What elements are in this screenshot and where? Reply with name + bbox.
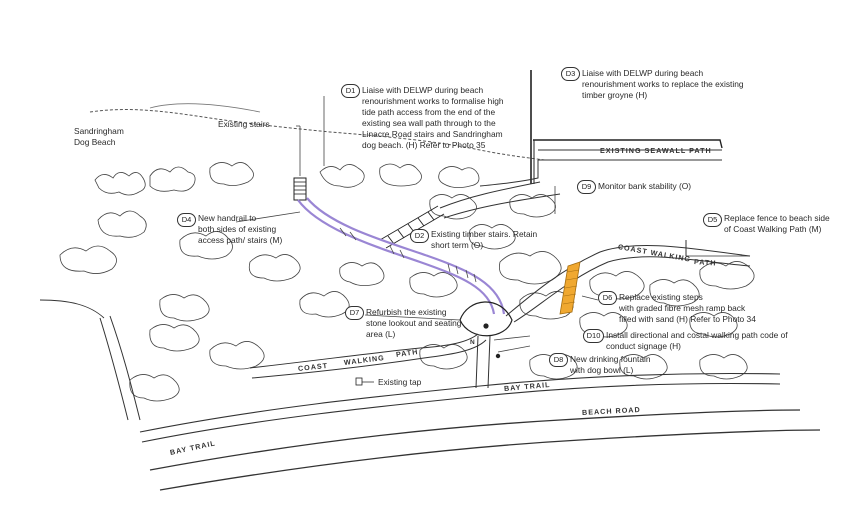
beach-road-2 (159, 429, 821, 491)
tag-d6: D6 (598, 291, 617, 305)
note-d6: Replace existing steps with graded fibre… (619, 292, 756, 324)
existing-stairs-treads (294, 181, 306, 195)
drinking-fountain-symbol (495, 353, 501, 359)
existing-tap-symbol (355, 377, 363, 386)
seawall-path-bend (479, 160, 539, 187)
path-to-road-2 (487, 335, 491, 389)
label-coast-walking-right-2: PATH (693, 257, 717, 268)
ramp-hatch (562, 269, 580, 305)
note-d2: Existing timber stairs. Retain short ter… (431, 229, 538, 250)
note-d7: Refurbish the existing stone lookout and… (366, 307, 462, 339)
coast-path-right-2 (513, 256, 751, 323)
note-d10: Install directional and costal walking p… (606, 330, 788, 351)
left-trail-3 (39, 299, 105, 319)
upper-path-1 (439, 181, 541, 209)
tag-d9: D9 (577, 180, 596, 194)
fibre-mesh-ramp (559, 261, 581, 315)
note-d9: Monitor bank stability (O) (598, 181, 692, 191)
tag-d5: D5 (703, 213, 722, 227)
note-d1: Liaise with DELWP during beach renourish… (362, 85, 504, 150)
bay-trail-2 (141, 382, 781, 443)
label-dog-beach: Sandringham Dog Beach (74, 126, 124, 147)
note-d4: New handrail to both sides of existing a… (198, 213, 283, 245)
label-seawall-path: EXISTING SEAWALL PATH (600, 146, 712, 155)
seawall-top (533, 139, 723, 149)
handrail-path-treads (339, 227, 477, 283)
vegetation-top (59, 162, 755, 402)
tag-d10: D10 (583, 329, 604, 343)
label-existing-tap: Existing tap (378, 377, 422, 387)
handrail-path-outer (297, 199, 496, 315)
existing-stairs-block (293, 177, 307, 201)
upper-path-2 (443, 193, 561, 219)
note-d8: New drinking fountain with dog bowl (L) (570, 354, 651, 375)
left-trail-1 (99, 317, 129, 421)
label-existing-stairs: Existing stairs (218, 119, 270, 129)
dune-ridge-2 (149, 103, 261, 113)
bay-trail-1 (139, 372, 781, 433)
tag-d7: D7 (345, 306, 364, 320)
tag-d8: D8 (549, 353, 568, 367)
tag-d4: D4 (177, 213, 196, 227)
beach-road-1 (149, 409, 801, 471)
coast-path-right-1 (505, 245, 751, 317)
path-to-road-1 (475, 335, 479, 389)
coast-path-left-2 (251, 339, 487, 379)
left-trail-2 (109, 315, 141, 421)
dune-ridge (89, 109, 546, 161)
note-d5: Replace fence to beach side of Coast Wal… (724, 213, 830, 234)
tag-d1: D1 (341, 84, 360, 98)
stone-lookout (459, 301, 513, 337)
note-d3: Liaise with DELWP during beach renourish… (582, 68, 744, 100)
handrail-path-inner (306, 197, 506, 315)
tag-d2: D2 (410, 229, 429, 243)
tag-d3: D3 (561, 67, 580, 81)
lookout-post (483, 323, 489, 329)
leader-lines (235, 96, 599, 353)
north-marker: N (470, 339, 476, 346)
coast-path-left-1 (249, 333, 479, 369)
